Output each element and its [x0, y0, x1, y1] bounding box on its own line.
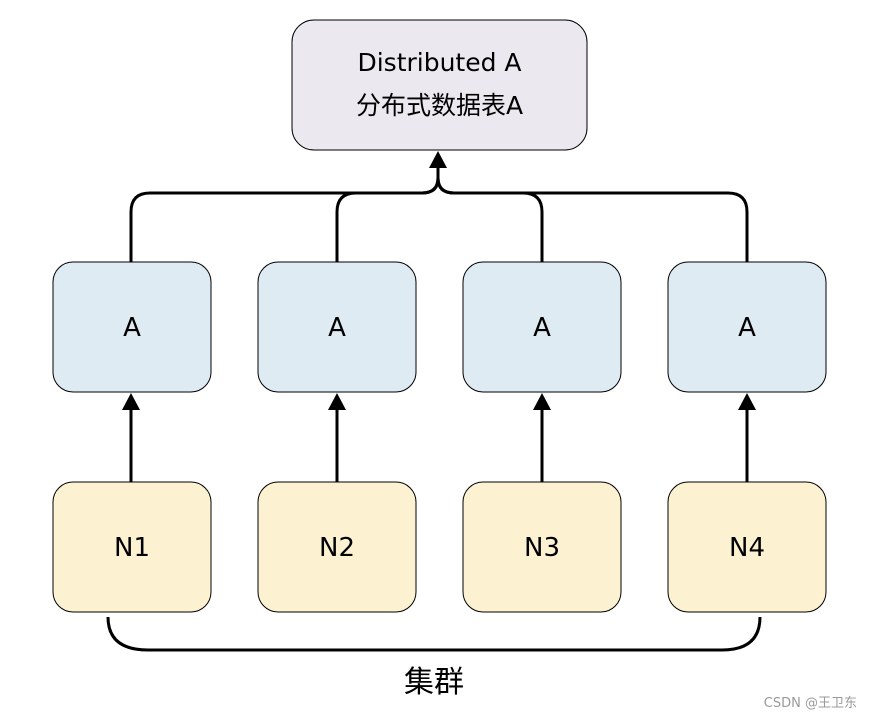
distributed-table-box: Distributed A 分布式数据表A: [291, 19, 588, 151]
arrow-n1: [122, 393, 140, 482]
connector-shard-3: [436, 177, 544, 262]
node-row: N1 N2 N3 N4: [52, 481, 827, 613]
top-arrowhead: [429, 151, 447, 168]
node-box-1: N1: [52, 481, 212, 613]
watermark: CSDN @王卫东: [764, 696, 857, 711]
node-box-2: N2: [257, 481, 417, 613]
arrow-n2: [328, 393, 346, 482]
shard-rect: [257, 261, 417, 393]
distributed-table-title: Distributed A: [357, 48, 521, 77]
node-box-3: N3: [462, 481, 622, 613]
shard-rect: [667, 261, 827, 393]
connector-shard-4: [436, 165, 749, 262]
node-rect: [257, 481, 417, 613]
shard-rect: [52, 261, 212, 393]
connector-shard-1: [129, 165, 440, 262]
shard-label: A: [738, 313, 756, 343]
shard-box-2: A: [257, 261, 417, 393]
arrow-n3: [533, 393, 551, 482]
node-label: N2: [319, 533, 355, 563]
node-label: N3: [524, 533, 560, 563]
node-rect: [462, 481, 622, 613]
arrow-n4: [738, 393, 756, 482]
node-rect: [52, 481, 212, 613]
shard-box-3: A: [462, 261, 622, 393]
node-box-4: N4: [667, 481, 827, 613]
merge-connectors: [129, 165, 749, 262]
node-label: N4: [729, 533, 765, 563]
node-label: N1: [114, 533, 150, 563]
shard-label: A: [123, 313, 141, 343]
distributed-table-subtitle: 分布式数据表A: [356, 91, 523, 120]
shard-rect: [462, 261, 622, 393]
shard-box-1: A: [52, 261, 212, 393]
cluster-brace: [106, 616, 762, 652]
connector-shard-2: [335, 177, 440, 262]
shard-box-4: A: [667, 261, 827, 393]
node-arrows: [122, 393, 756, 482]
cluster-label: 集群: [404, 665, 464, 700]
shard-row: A A A A: [52, 261, 827, 393]
shard-label: A: [328, 313, 346, 343]
shard-label: A: [533, 313, 551, 343]
distributed-table-rect: [291, 19, 588, 151]
node-rect: [667, 481, 827, 613]
